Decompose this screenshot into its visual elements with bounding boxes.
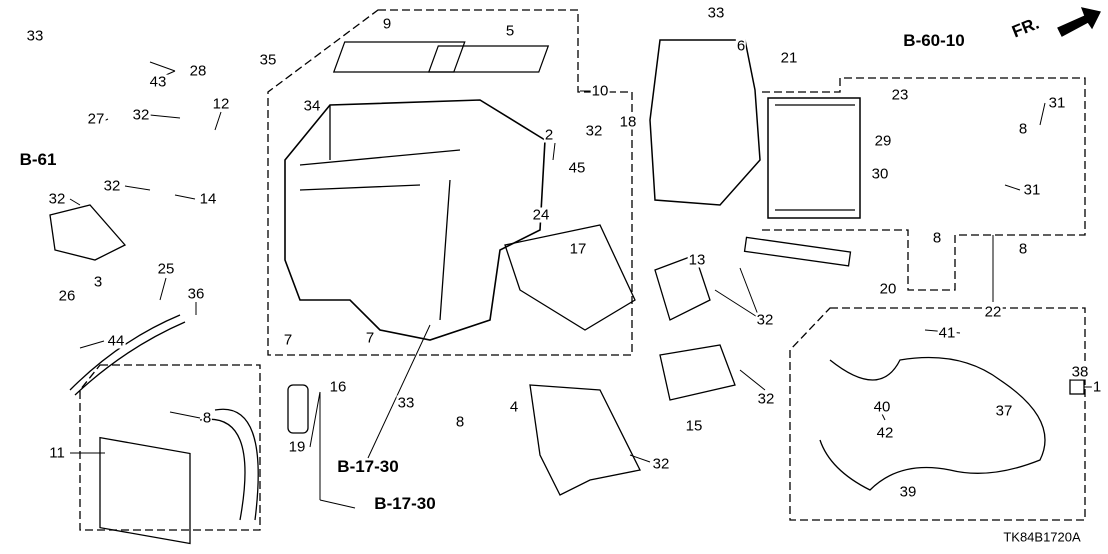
callout: 32	[47, 190, 67, 208]
harness-group-boundary	[789, 307, 1086, 521]
callout: 41	[937, 324, 957, 342]
callout: 8	[454, 413, 466, 431]
filter-5	[427, 45, 550, 73]
seal-19	[287, 384, 309, 434]
callout: 2	[543, 126, 555, 144]
callout: 4	[508, 398, 520, 416]
callout: 29	[873, 132, 893, 150]
callout: 7	[282, 331, 294, 349]
pipes	[199, 408, 259, 521]
callout: 35	[258, 51, 278, 69]
callout: 32	[756, 390, 776, 408]
callout: 42	[875, 424, 895, 442]
hose-25	[69, 314, 186, 396]
callout: 28	[188, 62, 208, 80]
callout: 1	[1091, 378, 1103, 396]
callout: 38	[1070, 363, 1090, 381]
callout: 17	[568, 240, 588, 258]
blower-housing-6	[649, 39, 761, 206]
motor-13	[654, 254, 711, 321]
evaporator-fins	[775, 104, 855, 211]
callout: 13	[687, 251, 707, 269]
callout: 15	[684, 417, 704, 435]
callout: 43	[148, 73, 168, 91]
callout: 5	[504, 22, 516, 40]
motor-15	[659, 344, 736, 401]
callout: 25	[156, 260, 176, 278]
callout: 3	[92, 273, 104, 291]
case-3	[49, 204, 127, 261]
callout: 8	[201, 409, 213, 427]
callout: 31	[1047, 94, 1067, 112]
callout: 34	[302, 97, 322, 115]
callout: 6	[735, 37, 747, 55]
callout: 39	[898, 483, 918, 501]
leader-lines	[69, 61, 1092, 509]
callout: 27	[86, 110, 106, 128]
filter-9	[332, 41, 466, 73]
callout: 44	[106, 332, 126, 350]
heater-core-group-boundary	[79, 364, 261, 531]
callout: 23	[890, 86, 910, 104]
callout: 19	[287, 438, 307, 456]
callout: 32	[584, 122, 604, 140]
callout: 12	[211, 95, 231, 113]
callout: 26	[57, 287, 77, 305]
callout: 33	[25, 27, 45, 45]
evaporator-group-boundary	[762, 77, 1086, 291]
callout: 8	[931, 229, 943, 247]
callout: 11	[48, 444, 66, 462]
heater-unit-body	[284, 99, 546, 341]
callout: 30	[870, 165, 890, 183]
callout: 14	[198, 190, 218, 208]
callout: 33	[706, 4, 726, 22]
callout: 37	[994, 402, 1014, 420]
reference-b-60-10[interactable]: B-60-10	[903, 31, 965, 50]
callout: 10	[590, 82, 610, 100]
reference-b-17-30[interactable]: B-17-30	[337, 457, 399, 476]
seal-20	[743, 236, 852, 267]
evaporator-21	[767, 97, 861, 219]
callout: 36	[186, 285, 206, 303]
callout: 20	[878, 280, 898, 298]
callout: 32	[131, 106, 151, 124]
callout: 7	[364, 329, 376, 347]
callout: 45	[567, 159, 587, 177]
heater-core-11	[99, 436, 191, 545]
callout: 22	[983, 303, 1003, 321]
callout: 21	[779, 49, 799, 67]
callout: 33	[396, 394, 416, 412]
callout: 8	[1017, 240, 1029, 258]
reference-b-61[interactable]: B-61	[19, 150, 57, 169]
harness-wire	[819, 356, 1046, 491]
front-arrow	[1057, 7, 1101, 37]
callout: 18	[618, 113, 638, 131]
duct-4	[529, 384, 641, 496]
diagram-code: TK84B1720A	[1003, 529, 1081, 545]
callout: 40	[872, 398, 892, 416]
callout: 9	[381, 15, 393, 33]
connector-38	[1069, 379, 1085, 395]
callout: 31	[1022, 181, 1042, 199]
reference-b-17-30[interactable]: B-17-30	[374, 494, 436, 513]
callout: 16	[328, 378, 348, 396]
callout: 32	[102, 177, 122, 195]
heater-unit-detail	[299, 105, 461, 321]
callout: 8	[1017, 120, 1029, 138]
callout: 32	[755, 311, 775, 329]
duct-24	[504, 224, 636, 331]
callout: 24	[531, 206, 551, 224]
callout: 32	[651, 455, 671, 473]
main-unit-boundary	[267, 9, 633, 356]
